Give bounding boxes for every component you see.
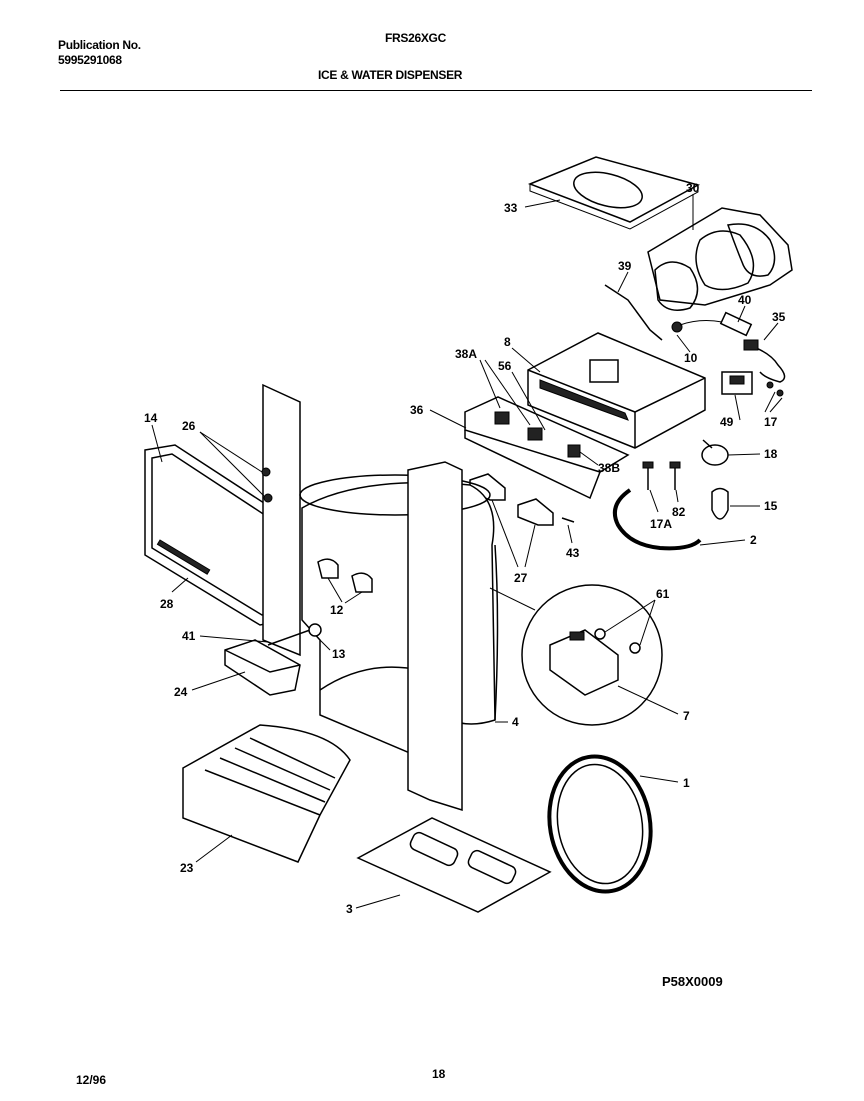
drawing-code: P58X0009: [662, 974, 723, 989]
inset-switch-detail: [489, 584, 663, 726]
leader-lines: [151, 194, 783, 909]
footer-date: 12/96: [76, 1073, 107, 1087]
callout-40: 40: [738, 293, 752, 307]
callout-41: 41: [182, 629, 196, 643]
callout-1: 1: [683, 776, 690, 790]
callout-4: 4: [512, 715, 519, 729]
callout-2: 2: [750, 533, 757, 547]
callout-30: 30: [686, 181, 700, 195]
part-43-screw: [561, 517, 575, 523]
callout-27: 27: [514, 571, 528, 585]
part-3-heater: [356, 817, 552, 913]
callout-8: 8: [504, 335, 511, 349]
part-33-cover-plate: [527, 156, 700, 230]
callout-82: 82: [672, 505, 686, 519]
callout-15: 15: [764, 499, 778, 513]
section-title: ICE & WATER DISPENSER: [318, 68, 463, 82]
page-number: 18: [432, 1067, 446, 1081]
callout-36: 36: [410, 403, 424, 417]
callout-56: 56: [498, 359, 512, 373]
callout-38a: 38A: [455, 347, 477, 361]
callout-3: 3: [346, 902, 353, 916]
callout-26: 26: [182, 419, 196, 433]
callout-43: 43: [566, 546, 580, 560]
callout-28: 28: [160, 597, 174, 611]
callout-33: 33: [504, 201, 518, 215]
callout-10: 10: [684, 351, 698, 365]
part-30-ice-chute: [647, 207, 793, 311]
part-18-knob: [701, 439, 729, 466]
header-rule: [60, 90, 812, 91]
part-2-harness: [613, 488, 702, 551]
part-23-drip-tray: [182, 724, 351, 863]
part-15-bulb: [711, 487, 729, 520]
callout-38b: 38B: [598, 461, 620, 475]
part-24-actuator-paddle: [224, 639, 301, 696]
part-39-rod: [604, 284, 663, 341]
part-17a-screw: [642, 461, 654, 490]
callout-61: 61: [656, 587, 670, 601]
callout-18: 18: [764, 447, 778, 461]
part-36-bracket: [464, 396, 630, 500]
publication-number: 5995291068: [58, 53, 122, 67]
callout-49: 49: [720, 415, 734, 429]
part-1-gasket: [547, 754, 653, 894]
callout-39: 39: [618, 259, 632, 273]
part-49-switch: [721, 371, 784, 397]
part-4-dispenser-body: [299, 474, 499, 772]
part-8-upper-housing: [527, 332, 706, 449]
callout-7: 7: [683, 709, 690, 723]
part-12-clips: [317, 558, 373, 593]
callout-17a: 17A: [650, 517, 672, 531]
callout-17: 17: [764, 415, 778, 429]
model-number: FRS26XGC: [385, 31, 446, 45]
callout-14: 14: [144, 411, 158, 425]
callout-23: 23: [180, 861, 194, 875]
part-40-solenoid: [671, 311, 753, 337]
part-13-washer: [308, 623, 322, 637]
callout-12: 12: [330, 603, 344, 617]
callout-13: 13: [332, 647, 346, 661]
part-82-screw: [669, 461, 681, 490]
publication-label: Publication No.: [58, 38, 141, 52]
left-post: [261, 383, 301, 657]
center-post: [407, 461, 463, 812]
callout-24: 24: [174, 685, 188, 699]
part-35-wire: [743, 339, 786, 383]
callout-35: 35: [772, 310, 786, 324]
part-41-screw: [267, 629, 311, 646]
